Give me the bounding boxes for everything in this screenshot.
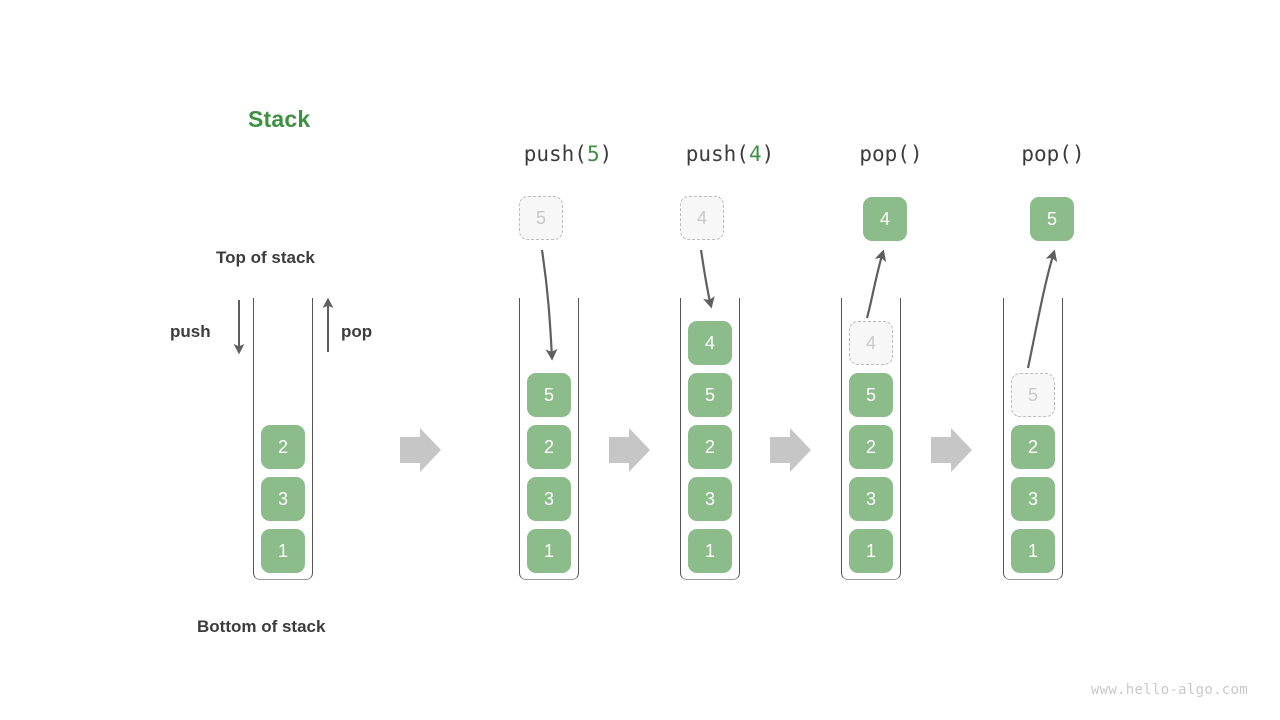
stack-cell: 3 [688,477,732,521]
pop-label: pop [341,322,373,341]
stack-cell: 2 [1011,425,1055,469]
op-header-pop-2: pop() [963,142,1143,166]
stack-cell: 2 [849,425,893,469]
stack-cell: 1 [688,529,732,573]
op-header-arg: 5 [586,142,600,166]
stack-cell: 2 [688,425,732,469]
op-header-arg: 4 [748,142,762,166]
removed-ghost-cell: 5 [1011,373,1055,417]
op-header-text: pop( [1021,142,1072,166]
bottom-of-stack-label: Bottom of stack [197,617,326,636]
stack-cell: 3 [1011,477,1055,521]
stack-cell: 1 [849,529,893,573]
top-of-stack-label: Top of stack [216,248,315,267]
incoming-ghost-cell: 5 [519,196,563,240]
op-header-push-5: push(5) [478,142,658,166]
stack-cell: 3 [849,477,893,521]
incoming-ghost-cell: 4 [680,196,724,240]
stack-container-pop-2 [1003,298,1063,580]
stack-cell: 5 [688,373,732,417]
stack-container-push-5 [519,298,579,580]
stack-cell: 3 [261,477,305,521]
op-header-text: push( [523,142,587,166]
popped-cell: 4 [863,197,907,241]
stack-cell: 1 [1011,529,1055,573]
op-header-pop-1: pop() [801,142,981,166]
flow-arrow-1 [400,428,441,472]
stack-cell: 1 [261,529,305,573]
push-label: push [170,322,211,341]
op-header-push-4: push(4) [640,142,820,166]
flow-arrow-3 [770,428,811,472]
stack-cell: 5 [849,373,893,417]
flow-arrow-2 [609,428,650,472]
stack-cell: 2 [527,425,571,469]
watermark: www.hello-algo.com [1090,682,1248,698]
stack-cell: 1 [527,529,571,573]
stack-container-push-4 [680,298,740,580]
stack-container-initial [253,298,313,580]
op-header-close: ) [1071,142,1085,166]
stack-cell: 3 [527,477,571,521]
stack-cell: 5 [527,373,571,417]
removed-ghost-cell: 4 [849,321,893,365]
popped-cell: 5 [1030,197,1074,241]
stack-container-pop-1 [841,298,901,580]
op-header-close: ) [761,142,775,166]
stack-cell: 4 [688,321,732,365]
op-header-close: ) [909,142,923,166]
op-header-text: pop( [859,142,910,166]
op-header-close: ) [599,142,613,166]
op-header-text: push( [685,142,749,166]
flow-arrow-4 [931,428,972,472]
stack-cell: 2 [261,425,305,469]
page-title: Stack [248,106,311,132]
